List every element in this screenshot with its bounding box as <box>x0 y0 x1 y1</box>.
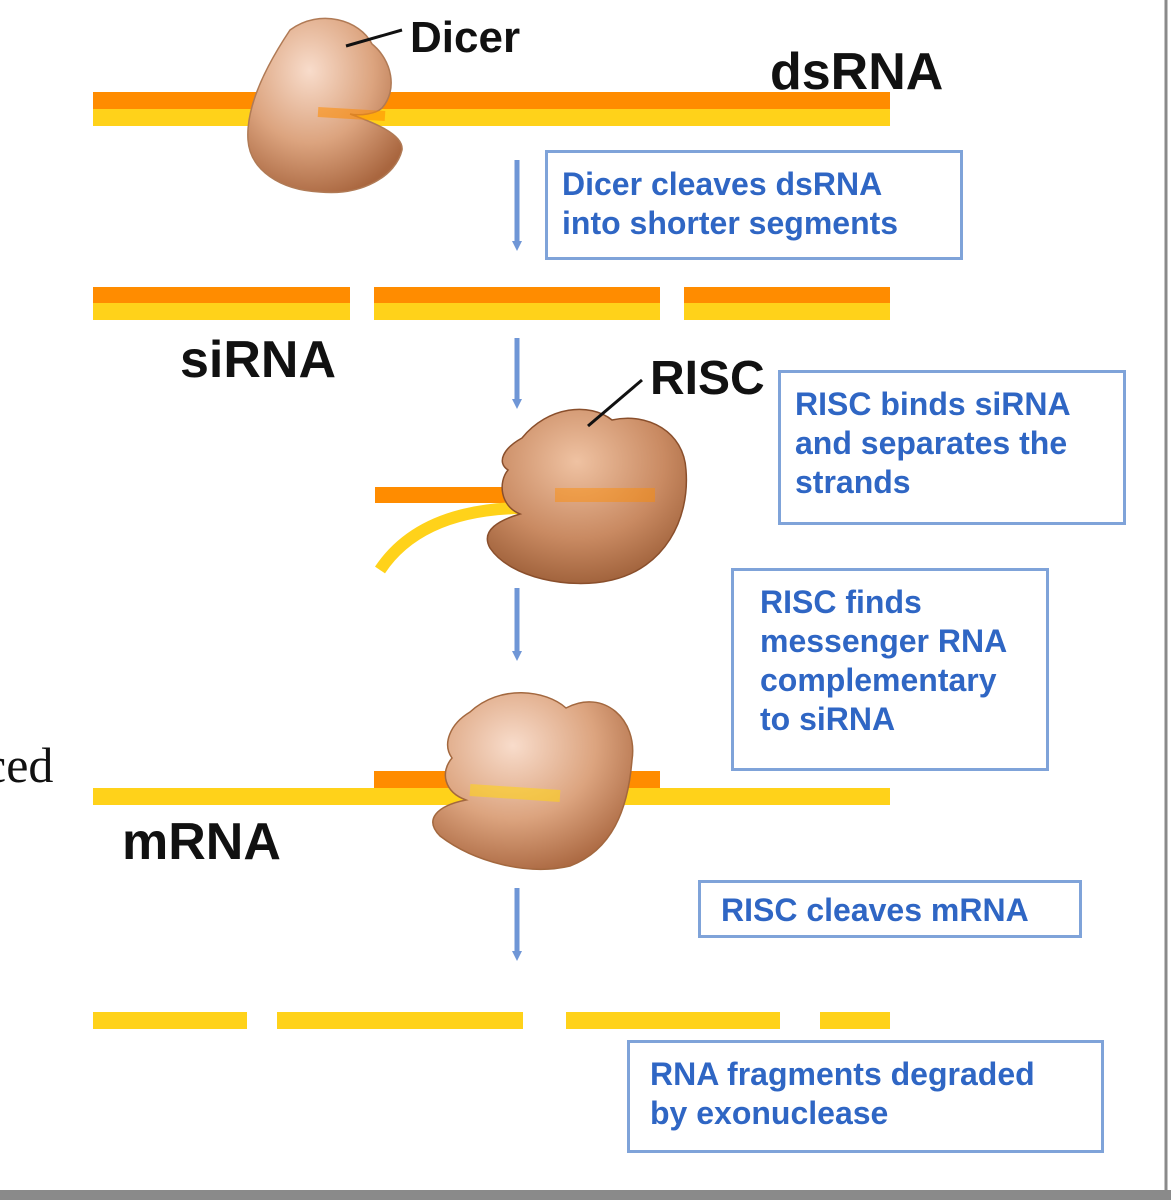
risc-label: RISC <box>650 352 765 405</box>
risc-pointer <box>587 378 643 428</box>
partial-side-text: ced <box>0 737 54 793</box>
dsrna-label: dsRNA <box>770 43 944 101</box>
risc-bound-strand <box>555 488 655 502</box>
bottom-edge-border <box>0 1190 1171 1200</box>
step-box-risc-binds: RISC binds siRNA and separates the stran… <box>778 370 1126 525</box>
risc-mrna-groove <box>469 784 561 802</box>
step-box-risc-finds: RISC finds messenger RNA complementary t… <box>731 568 1049 771</box>
dicer-label: Dicer <box>410 13 521 62</box>
dicer-protein <box>247 17 403 194</box>
risc-protein <box>486 408 688 585</box>
step-box-fragments-degraded: RNA fragments degraded by exonuclease <box>627 1040 1104 1153</box>
step-box-dicer-cleaves: Dicer cleaves dsRNA into shorter segment… <box>545 150 963 260</box>
mrna-label: mRNA <box>122 813 281 871</box>
step-box-risc-cleaves: RISC cleaves mRNA <box>698 880 1082 938</box>
dicer-groove <box>317 107 386 121</box>
dicer-pointer <box>345 28 403 48</box>
risc-protein-on-mrna <box>432 692 634 870</box>
sirna-segments <box>93 287 890 320</box>
sirna-label: siRNA <box>180 331 337 389</box>
rna-fragments <box>93 1012 890 1029</box>
sirna-passenger-strand <box>375 502 521 574</box>
